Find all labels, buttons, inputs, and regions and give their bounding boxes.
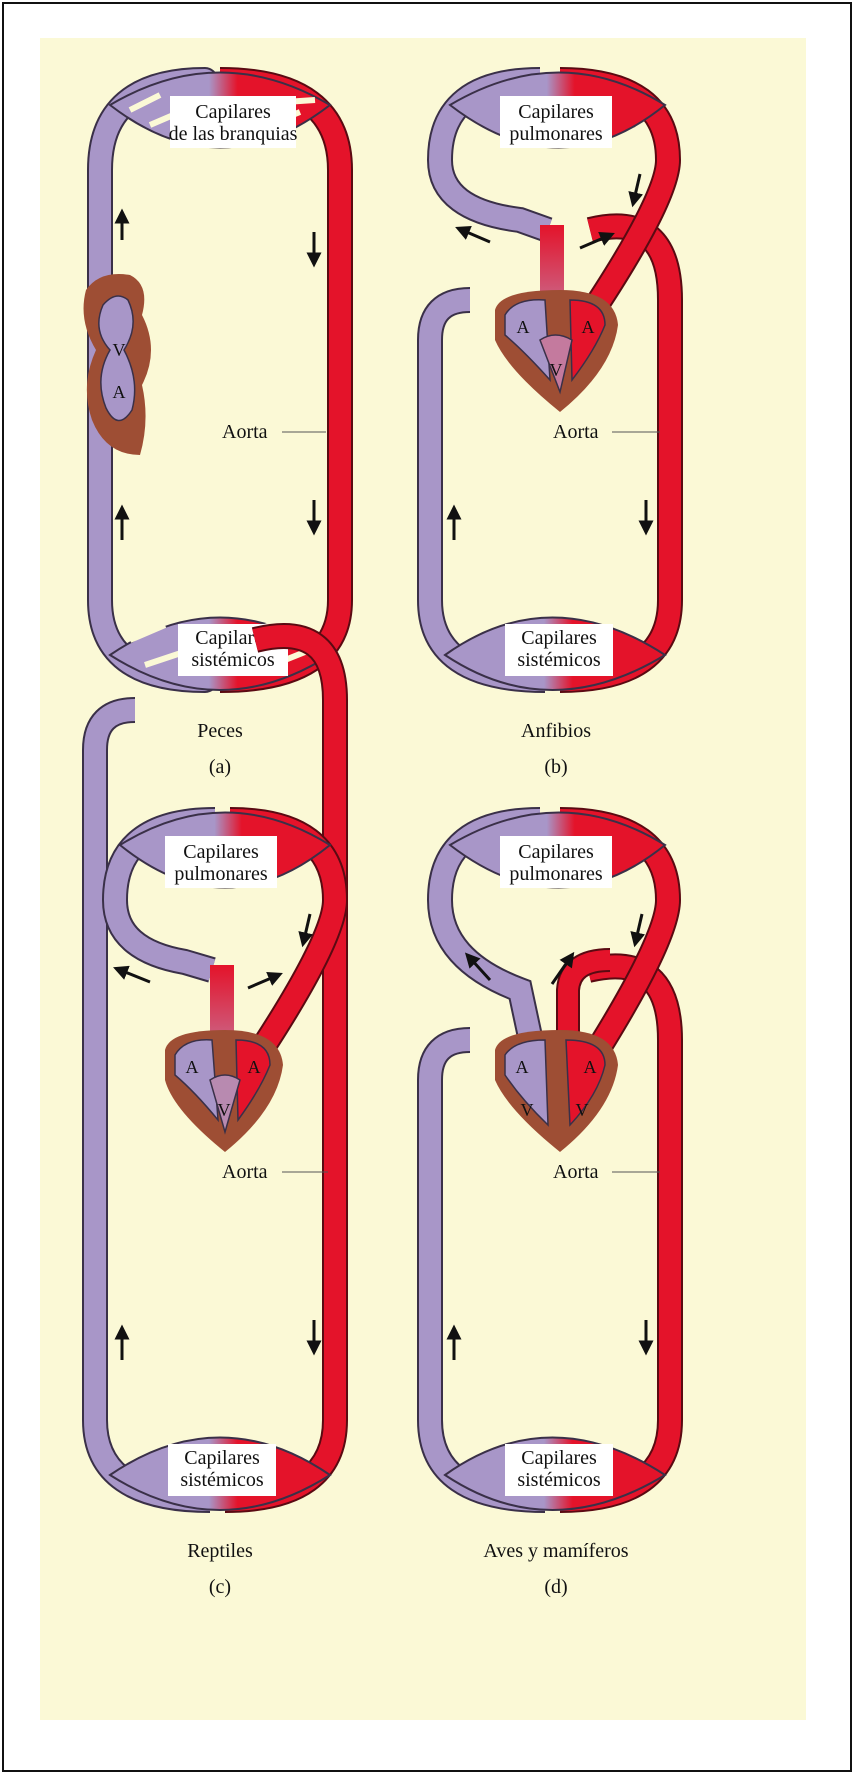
- chamber-label-left-ventricle: V: [521, 1100, 534, 1120]
- flow-arrow-down: [634, 174, 640, 200]
- chamber-label-left-atrium: A: [517, 317, 530, 337]
- chamber-label-atrium: A: [113, 382, 126, 402]
- chamber-label-left-atrium: A: [516, 1057, 529, 1077]
- flow-arrow-down: [636, 914, 642, 940]
- top-capillaries-label-line2: pulmonares: [174, 863, 268, 885]
- bottom-capillaries-label-line1: Capilares: [184, 1447, 260, 1469]
- chamber-label-ventricle: V: [218, 1100, 231, 1120]
- bottom-capillaries-label-line1: Capilares: [521, 627, 597, 649]
- reptile-heart: [165, 1030, 283, 1152]
- group-name-label: Anfibios: [521, 720, 591, 742]
- oxygenated-vessel: [220, 80, 340, 680]
- panel-letter-label: (d): [544, 1576, 567, 1598]
- group-name-label: Reptiles: [187, 1540, 253, 1562]
- top-capillaries-label-line1: Capilares: [518, 101, 594, 123]
- aorta-label: Aorta: [222, 421, 268, 443]
- chamber-label-right-atrium: A: [584, 1057, 597, 1077]
- top-capillaries-label-line2: pulmonares: [509, 863, 603, 885]
- top-capillaries-label-line1: Capilares: [518, 841, 594, 863]
- panel-b-amphibians: Capilares pulmonares Capilares sistémico…: [430, 73, 670, 779]
- aorta-label: Aorta: [553, 421, 599, 443]
- chamber-label-ventricle: V: [113, 340, 126, 360]
- amphibian-heart: [495, 290, 618, 412]
- aorta-label: Aorta: [553, 1161, 599, 1183]
- panel-letter-label: (c): [209, 1576, 231, 1598]
- top-capillaries-label-line1: Capilares: [195, 101, 271, 123]
- bottom-capillaries-label-line2: sistémicos: [191, 649, 275, 671]
- flow-arrow: [120, 970, 150, 982]
- chamber-label-right-atrium: A: [582, 317, 595, 337]
- aorta-label: Aorta: [222, 1161, 268, 1183]
- bottom-capillaries-label-line2: sistémicos: [517, 1469, 601, 1491]
- panel-letter-label: (b): [544, 756, 567, 778]
- panel-letter-label: (a): [209, 756, 231, 778]
- flow-arrow: [248, 976, 276, 988]
- group-name-label: Peces: [197, 720, 243, 742]
- top-capillaries-label-line1: Capilares: [183, 841, 259, 863]
- flow-arrow-down: [304, 914, 310, 940]
- chamber-label-left-atrium: A: [186, 1057, 199, 1077]
- group-name-label: Aves y mamíferos: [483, 1540, 628, 1562]
- chamber-label-right-atrium: A: [248, 1057, 261, 1077]
- flow-arrow: [462, 230, 490, 242]
- panel-c-reptiles: Capilares pulmonares Capilares sistémico…: [95, 636, 335, 1598]
- panel-a-fish: Capilares de las branquias Capilares sis…: [84, 73, 340, 779]
- bottom-capillaries-label-line2: sistémicos: [180, 1469, 264, 1491]
- chamber-label-ventricle: V: [550, 360, 563, 380]
- bottom-capillaries-label-line1: Capilares: [521, 1447, 597, 1469]
- four-chambered-heart: [495, 1030, 618, 1152]
- panel-d-birds-mammals: Capilares pulmonares Capilares sistémico…: [430, 813, 670, 1599]
- bottom-capillaries-label-line2: sistémicos: [517, 649, 601, 671]
- top-capillaries-label-line2: de las branquias: [169, 123, 298, 145]
- chamber-label-right-ventricle: V: [576, 1100, 589, 1120]
- top-capillaries-label-line2: pulmonares: [509, 123, 603, 145]
